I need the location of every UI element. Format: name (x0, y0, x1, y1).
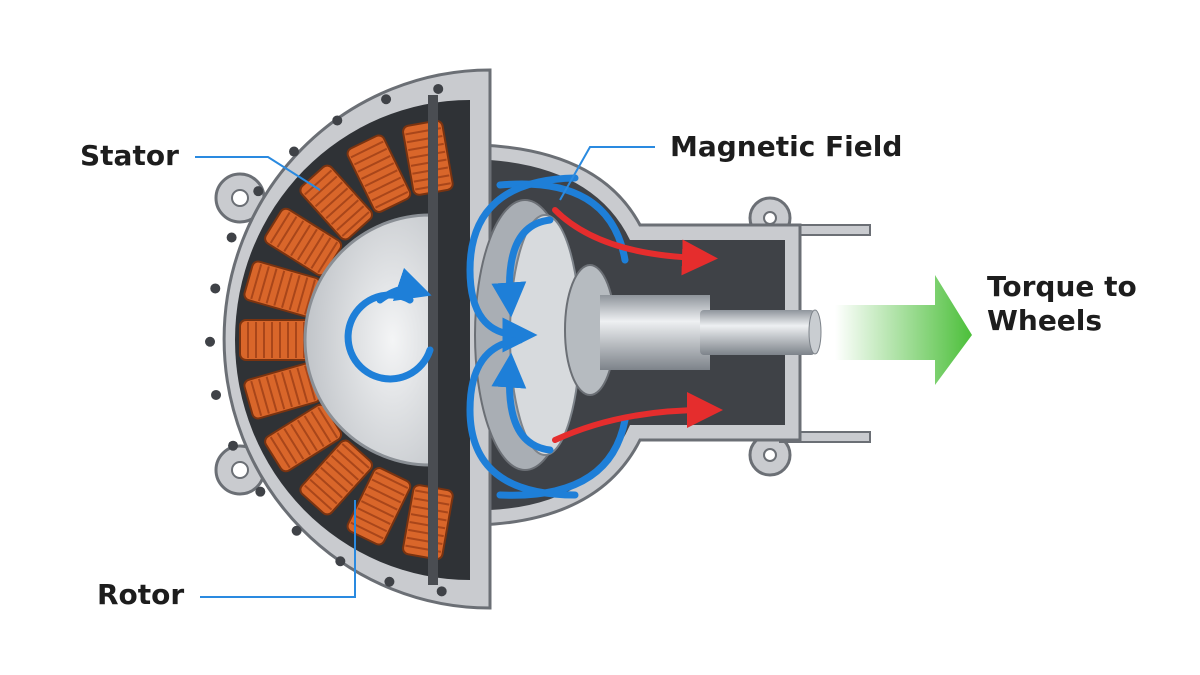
torque-label: Torque to Wheels (987, 270, 1137, 337)
bolt (381, 94, 392, 105)
stator-coil (264, 403, 343, 473)
bolt (384, 576, 395, 587)
stator-coil (299, 439, 374, 516)
stator-housing (205, 68, 492, 610)
bolt (335, 556, 346, 567)
current-flow-arrows (552, 207, 723, 443)
stator-label: Stator (80, 139, 179, 172)
stator-coil (264, 207, 343, 277)
bolt (253, 186, 264, 197)
bolt (332, 115, 343, 126)
shaft (700, 310, 815, 355)
stator-coil (299, 164, 374, 241)
bolt (291, 525, 302, 536)
stator-coil (402, 484, 454, 561)
stator-coil (402, 119, 454, 196)
rotor-label: Rotor (97, 578, 185, 611)
bolt (289, 146, 300, 157)
torque-arrow (835, 275, 972, 385)
bolt (210, 283, 221, 294)
stator-coil (346, 467, 412, 546)
bolt (226, 232, 237, 243)
bolt (211, 389, 222, 400)
stator-coil (243, 260, 321, 318)
shaft-collar (600, 295, 710, 370)
stator-coil (239, 319, 311, 361)
bolt (205, 336, 216, 347)
bolt (255, 486, 266, 497)
bolt (433, 83, 444, 94)
magnetic-field-label: Magnetic Field (670, 130, 903, 163)
bolt (228, 440, 239, 451)
leader-lines (195, 146, 655, 598)
bolt (436, 586, 447, 597)
rotor-assembly (474, 199, 822, 471)
magnetic-field-arrows (344, 174, 629, 499)
stator-coil (346, 134, 412, 213)
